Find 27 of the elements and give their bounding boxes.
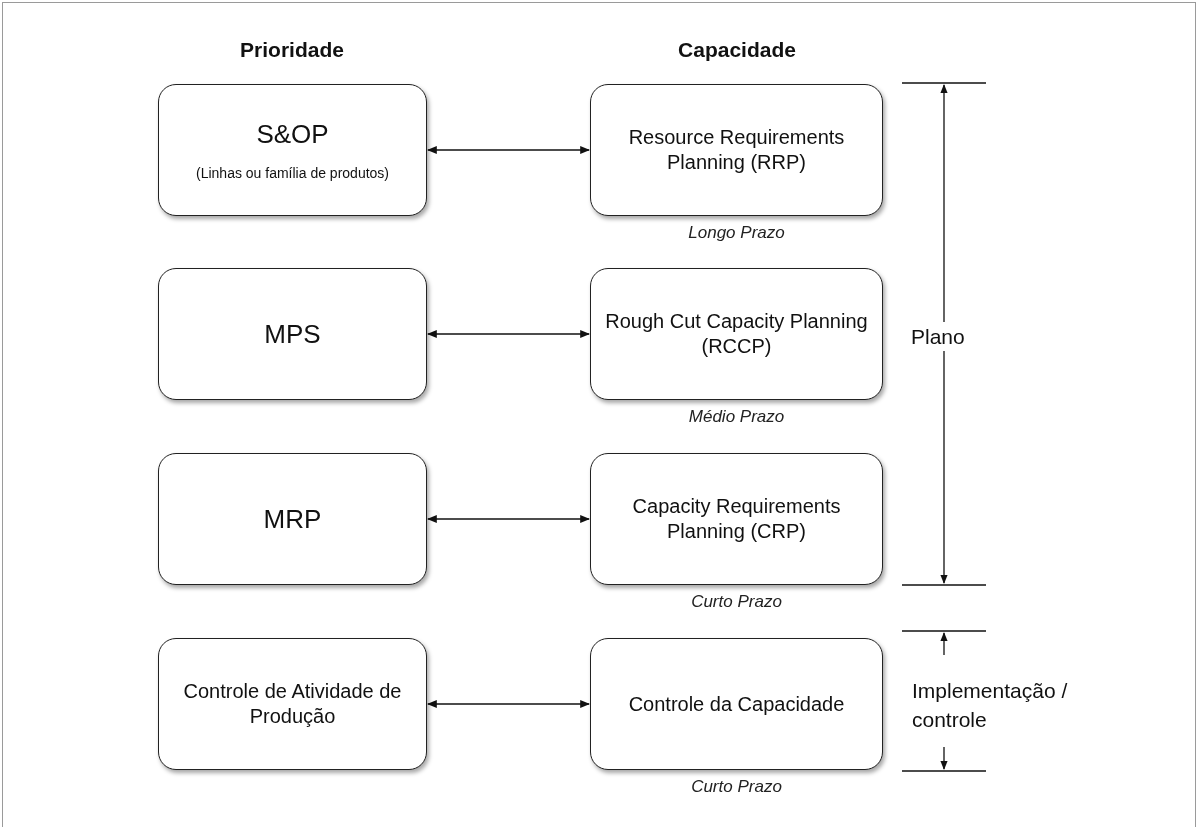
box-label: Controle de Atividade de Produção [182,679,403,729]
process-box [590,638,883,770]
process-box [590,84,883,216]
double-arrow [427,330,590,338]
horizon-label: Curto Prazo [690,592,783,612]
process-box [590,268,883,400]
column-heading: Capacidade [678,38,796,62]
horizon-label: Médio Prazo [687,407,786,427]
process-box [158,268,427,400]
box-label: Controle da Capacidade [628,691,845,717]
box-label: Resource Requirements Planning (RRP) [627,125,846,175]
horizon-label: Curto Prazo [690,777,783,797]
double-arrow [427,700,590,708]
process-box [158,84,427,216]
column-heading: Prioridade [240,38,344,62]
box-label: MRP [263,502,322,536]
double-arrow [427,515,590,523]
box-label: Rough Cut Capacity Planning (RCCP) [604,309,869,359]
double-arrow [427,146,590,154]
horizon-label: Longo Prazo [687,223,786,243]
process-box [158,638,427,770]
process-box [158,453,427,585]
box-label: S&OP [256,118,329,151]
box-subtitle: (Linhas ou família de produtos) [196,164,389,182]
box-label: Capacity Requirements Planning (CRP) [631,494,842,544]
process-box [590,453,883,585]
box-label: MPS [264,317,321,351]
